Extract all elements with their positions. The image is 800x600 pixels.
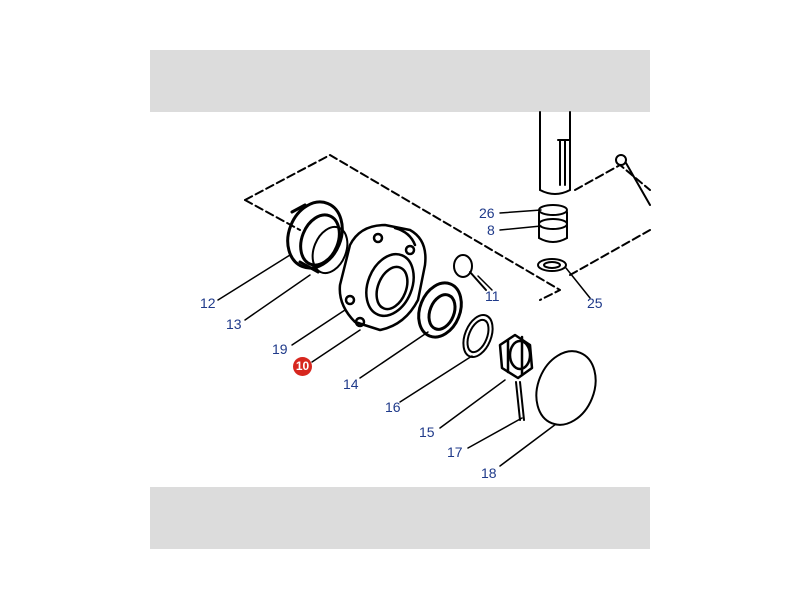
bottom-gray-band (150, 487, 650, 549)
callout-12: 12 (200, 295, 216, 311)
part-16-seal (462, 314, 494, 358)
callout-8: 8 (487, 222, 495, 238)
callout-14: 14 (343, 376, 359, 392)
callout-26: 26 (479, 205, 495, 221)
part-10-hub (338, 223, 427, 332)
callout-17: 17 (447, 444, 463, 460)
part-13-race (311, 225, 349, 275)
callout-15: 15 (419, 424, 435, 440)
leader-lines (217, 209, 591, 467)
callout-18: 18 (481, 465, 497, 481)
callout-19: 19 (272, 341, 288, 357)
bolt-top-right (615, 154, 651, 206)
callout-13: 13 (226, 316, 242, 332)
part-15-castle-nut (498, 333, 534, 380)
part-11-nut (453, 254, 487, 291)
part-14-bearing (417, 281, 463, 339)
vertical-shaft (539, 111, 571, 195)
part-25-washer (537, 258, 567, 272)
assembly-frame-right (569, 164, 651, 276)
callout-25: 25 (587, 295, 603, 311)
part-17-cotter-pin (515, 381, 525, 421)
callout-11: 11 (485, 288, 500, 304)
callout-16: 16 (385, 399, 401, 415)
part-26-8-bushing (538, 204, 568, 243)
callout-10-highlighted[interactable]: 10 (293, 357, 312, 376)
top-gray-band (150, 50, 650, 112)
part-18-cap (535, 350, 597, 426)
part-12-bearing (286, 200, 344, 274)
